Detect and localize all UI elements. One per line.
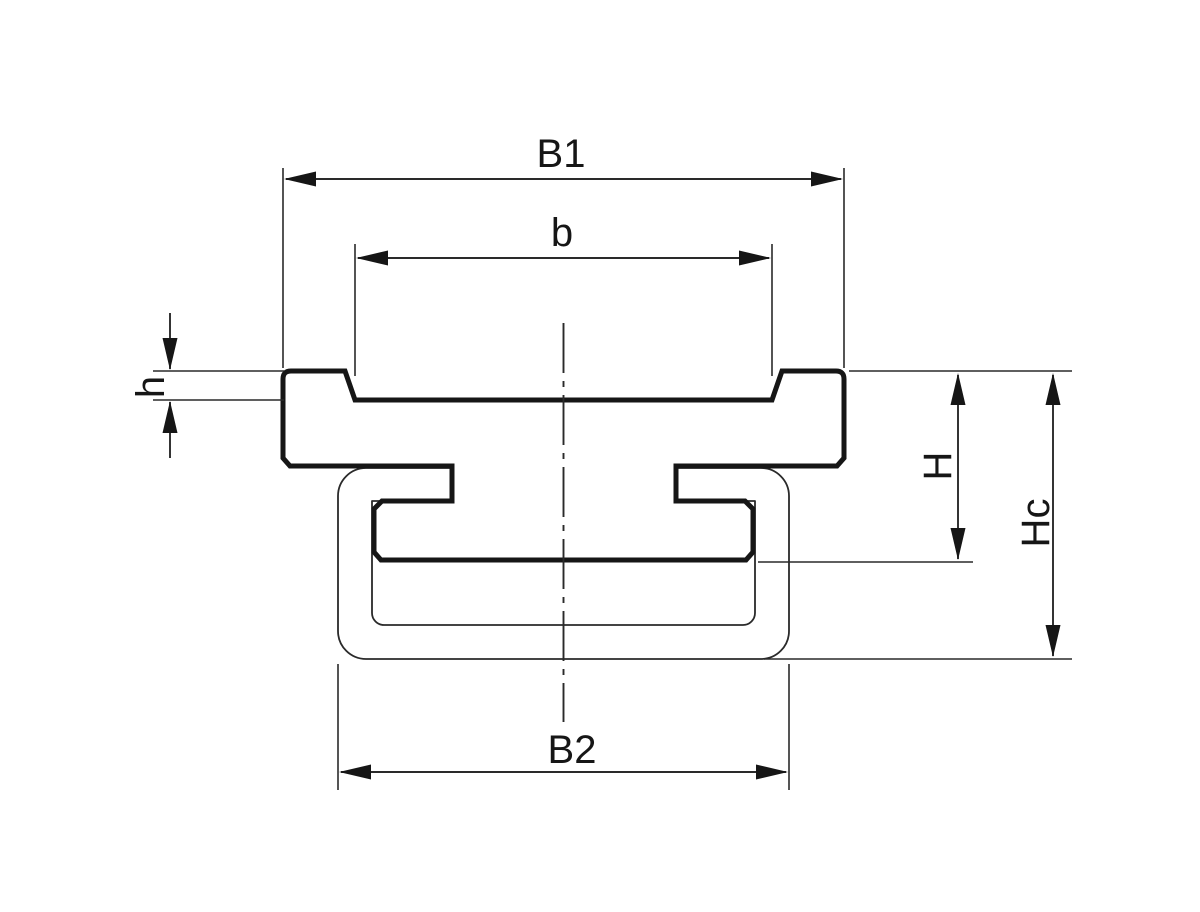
h-arrow-up xyxy=(162,401,178,433)
b2-arrow-left xyxy=(339,764,371,780)
dimension-label-b1: B1 xyxy=(537,132,586,176)
dimension-b1: B1 xyxy=(282,132,845,368)
dimension-hc: Hc xyxy=(764,373,1072,660)
dimension-h: h xyxy=(129,313,284,458)
steel-channel-outline xyxy=(337,467,790,660)
hc-arrow-up xyxy=(1045,373,1061,405)
b1-arrow-right xyxy=(811,171,843,187)
b2-arrow-right xyxy=(756,764,788,780)
hc-arrow-down xyxy=(1045,625,1061,657)
dimension-b: b xyxy=(354,211,773,376)
h-arrow-down xyxy=(162,338,178,370)
plastic-profile-outline xyxy=(280,368,847,563)
dimension-label-h-cap: H xyxy=(916,452,960,481)
h-cap-arrow-up xyxy=(950,373,966,405)
dimension-hh: H xyxy=(758,370,1072,563)
dimension-b2: B2 xyxy=(337,664,790,790)
dimension-label-hc: Hc xyxy=(1014,499,1058,548)
b-arrow-right xyxy=(739,250,771,266)
h-cap-arrow-down xyxy=(950,528,966,560)
b1-arrow-left xyxy=(284,171,316,187)
dimension-label-b: b xyxy=(551,211,573,255)
dimension-label-b2: B2 xyxy=(548,728,597,772)
dimension-label-h: h xyxy=(129,376,173,398)
b-arrow-left xyxy=(356,250,388,266)
